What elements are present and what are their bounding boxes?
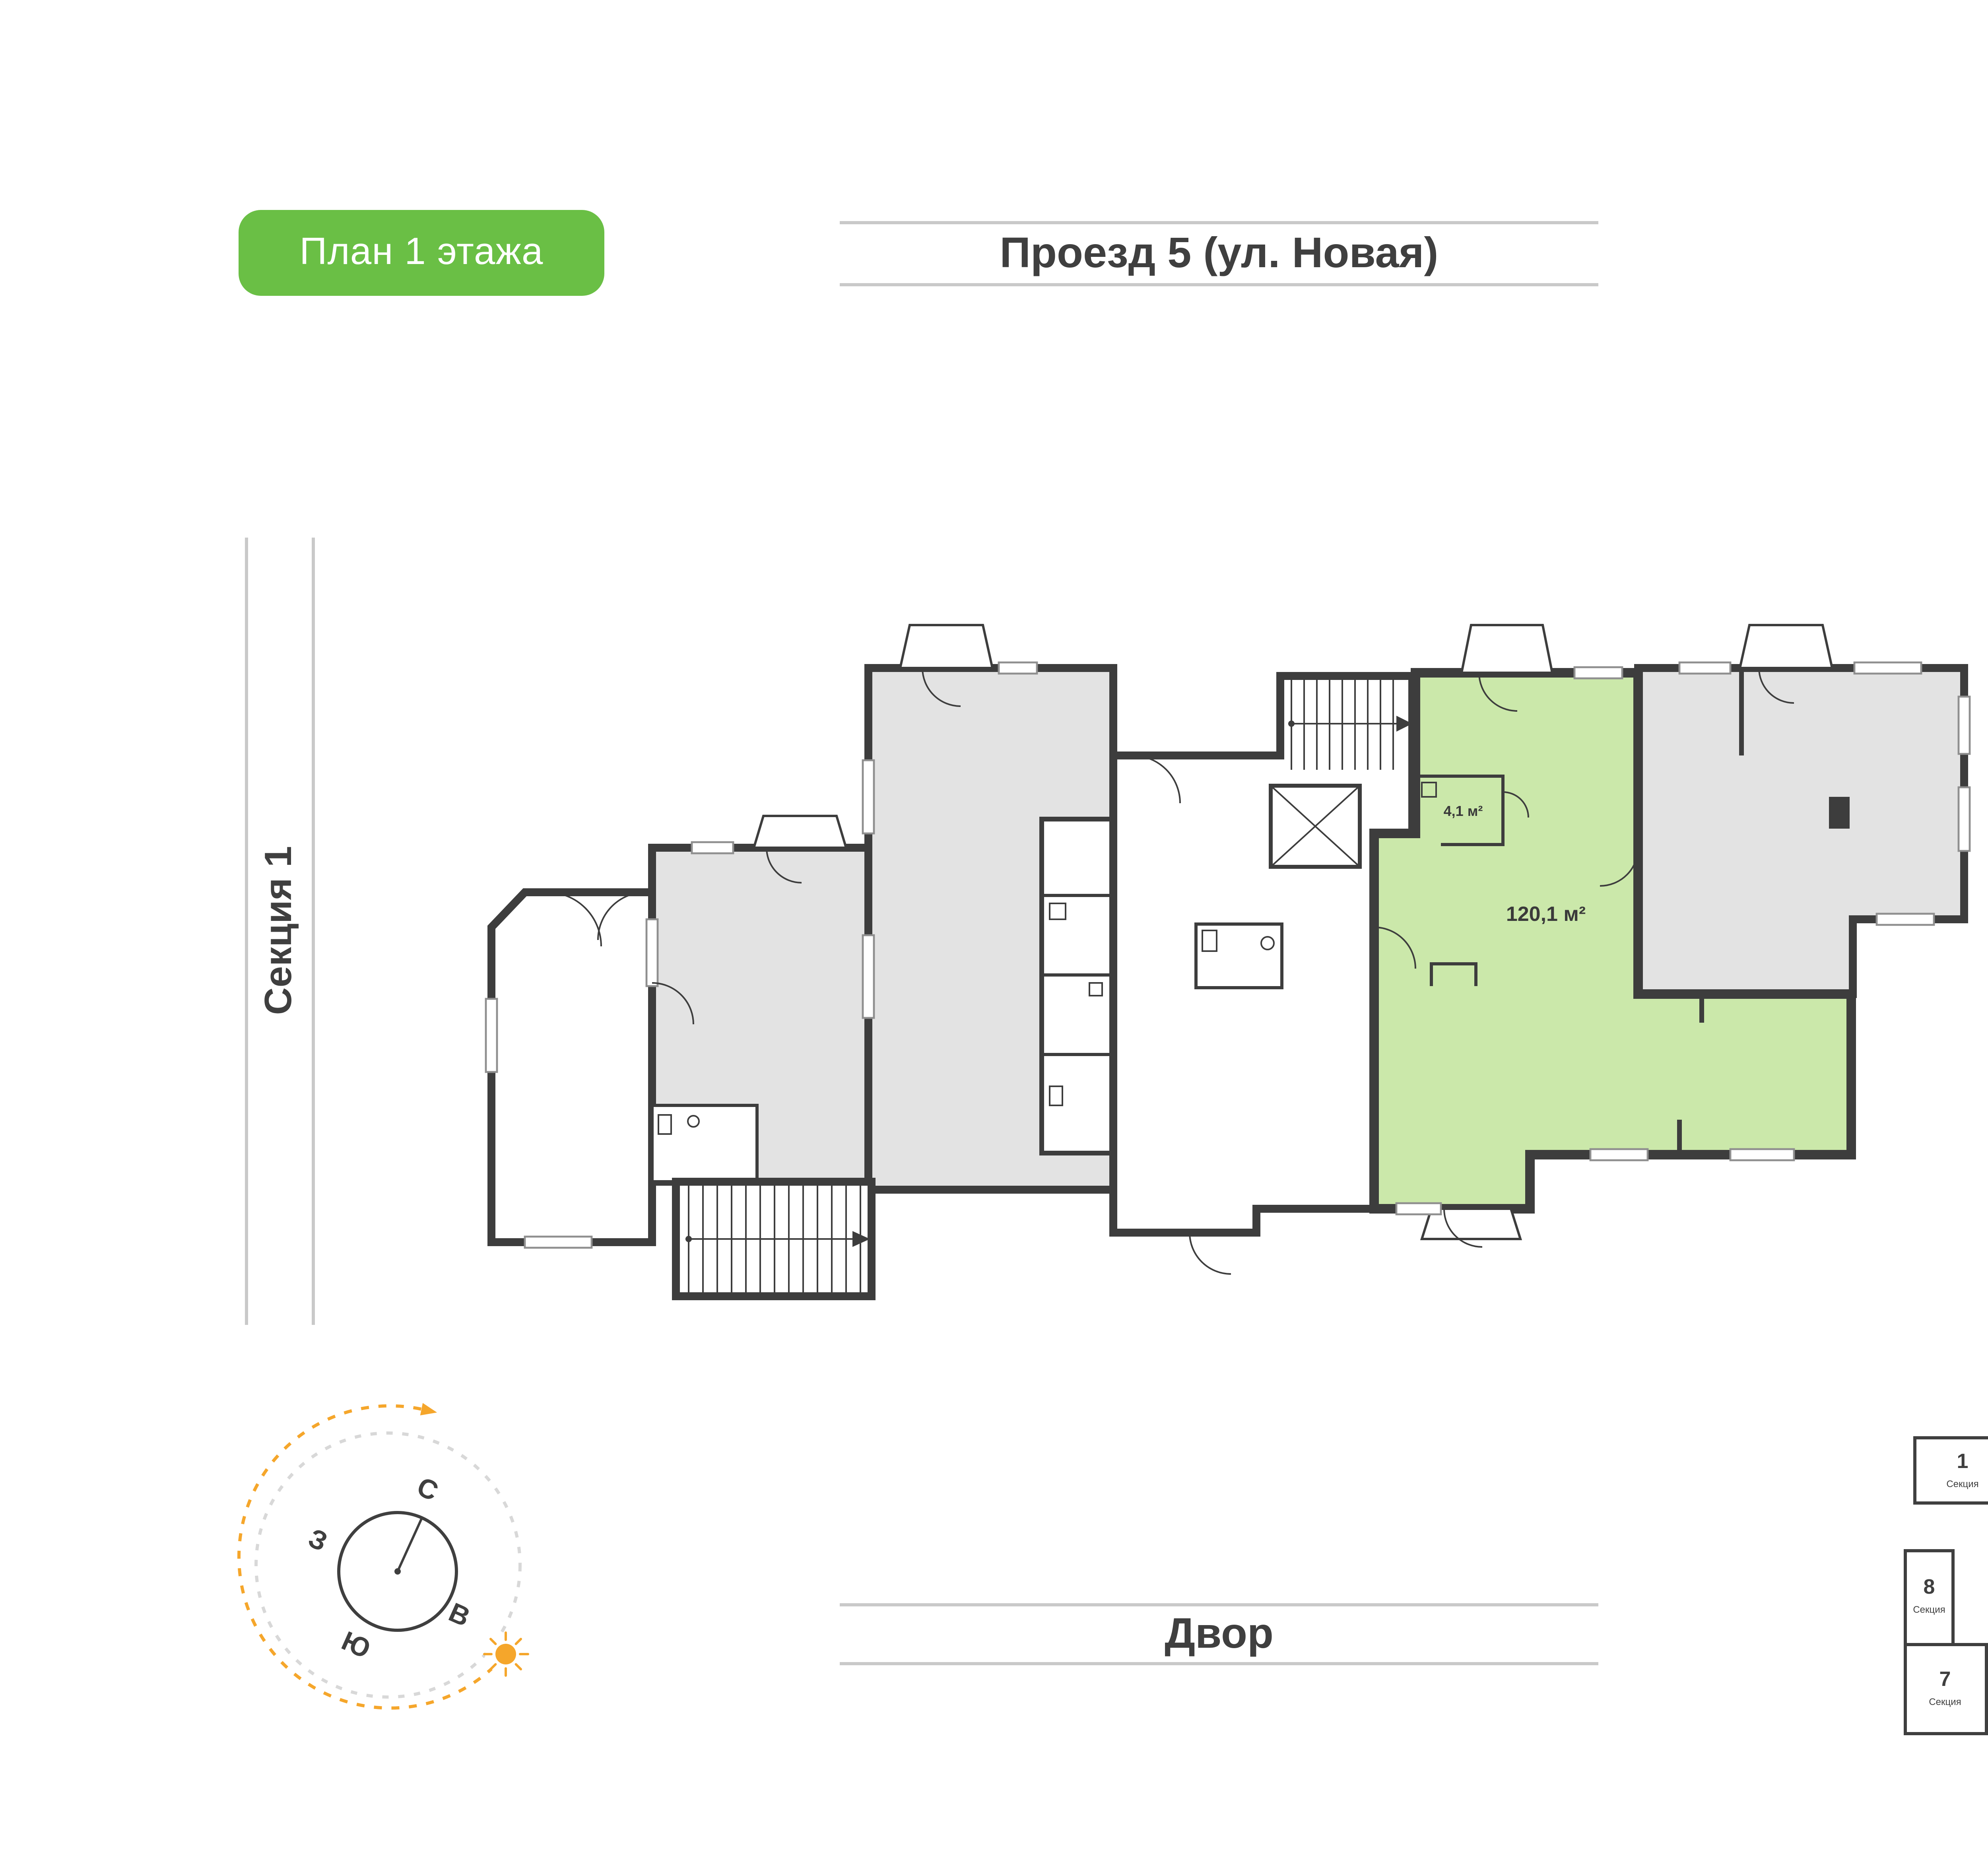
street-line-top bbox=[840, 221, 1598, 224]
door-arc bbox=[1374, 926, 1416, 969]
entrance-canopy bbox=[1420, 1208, 1522, 1240]
yard-line-bottom bbox=[840, 1662, 1598, 1665]
door-arc bbox=[547, 891, 602, 947]
window bbox=[524, 1235, 593, 1249]
yard-line-top bbox=[840, 1603, 1598, 1606]
door-arc bbox=[766, 847, 802, 884]
unit-gray-3 bbox=[1634, 664, 1968, 998]
door-arc bbox=[1758, 668, 1794, 704]
building-minimap: 1 Секция 2 Секция 3 Секция 4 Секция 8 Се… bbox=[1904, 1436, 1988, 1735]
small-room-walls bbox=[1415, 775, 1505, 846]
window bbox=[1853, 661, 1922, 675]
door-arc bbox=[1189, 1232, 1231, 1275]
street-line-bottom bbox=[840, 283, 1598, 286]
elevator-cross bbox=[1270, 785, 1361, 868]
window bbox=[1729, 1148, 1795, 1161]
sink-fixture bbox=[1421, 782, 1437, 798]
door-arc bbox=[1132, 755, 1181, 804]
entrance-canopy bbox=[1738, 624, 1834, 669]
window bbox=[1957, 695, 1971, 755]
window bbox=[1875, 913, 1935, 926]
entrance-canopy bbox=[1460, 624, 1554, 674]
window bbox=[485, 998, 498, 1073]
partition-step bbox=[1430, 962, 1477, 986]
wc-room bbox=[650, 1104, 759, 1183]
entrance-canopy bbox=[899, 624, 994, 669]
svg-text:Секция: Секция bbox=[1929, 1697, 1961, 1707]
sink-fixture bbox=[1260, 936, 1275, 950]
unit-area-label: 120,1 м² bbox=[1506, 903, 1586, 926]
minimap-section-1[interactable]: 1 Секция bbox=[1913, 1436, 1988, 1505]
window bbox=[1957, 786, 1971, 852]
window bbox=[862, 759, 875, 835]
window bbox=[1678, 661, 1732, 675]
compass-south: Ю bbox=[337, 1625, 375, 1664]
compass-center-dot bbox=[394, 1568, 401, 1575]
door-arc bbox=[652, 982, 694, 1025]
shaft bbox=[1049, 903, 1066, 920]
stair-arrow-dot bbox=[1288, 720, 1295, 727]
minimap-section-7[interactable]: 7 Секция bbox=[1904, 1643, 1988, 1735]
svg-text:8: 8 bbox=[1924, 1575, 1935, 1598]
door-arc bbox=[922, 668, 961, 707]
door-arc bbox=[1478, 672, 1518, 712]
section1-line-outer bbox=[245, 538, 248, 1325]
sun-icon bbox=[483, 1631, 529, 1677]
duct bbox=[1829, 797, 1850, 829]
section1-line-inner bbox=[312, 538, 315, 1325]
entrance-canopy bbox=[752, 815, 848, 849]
toilet-fixture bbox=[658, 1114, 672, 1135]
svg-text:1: 1 bbox=[1957, 1450, 1969, 1473]
window bbox=[1589, 1148, 1649, 1161]
sink-fixture bbox=[687, 1115, 700, 1128]
bathroom bbox=[1194, 922, 1283, 989]
window bbox=[645, 918, 659, 987]
window bbox=[1395, 1202, 1442, 1216]
terrace-room bbox=[487, 888, 656, 1246]
compass-dashed-circle bbox=[254, 1431, 522, 1699]
compass-north: С bbox=[413, 1471, 443, 1507]
door-arc bbox=[597, 891, 646, 940]
small-area-label: 4,1 м² bbox=[1444, 803, 1483, 819]
sun-path-arc bbox=[237, 1404, 507, 1710]
door-arc bbox=[1503, 791, 1529, 818]
floor-plan: 120,1 м² 4,1 м² bbox=[485, 624, 1971, 1300]
street-label: Проезд 5 (ул. Новая) bbox=[1000, 229, 1439, 277]
window bbox=[691, 841, 734, 854]
section1-label: Секция 1 bbox=[258, 846, 301, 1015]
fixture bbox=[1049, 1086, 1063, 1106]
toilet-fixture bbox=[1202, 930, 1217, 952]
svg-text:Секция: Секция bbox=[1946, 1479, 1978, 1489]
sun-path-arrow bbox=[420, 1403, 437, 1416]
yard-label: Двор bbox=[1165, 1610, 1274, 1657]
stair-arrow-dot bbox=[685, 1236, 692, 1242]
door-arc bbox=[1443, 1208, 1483, 1248]
stair-arrow-head bbox=[1396, 716, 1412, 732]
strip-dividers bbox=[1042, 894, 1113, 1056]
floor-badge: План 1 этажа bbox=[239, 210, 604, 296]
door-arc bbox=[1600, 847, 1639, 887]
shaft bbox=[1089, 982, 1103, 996]
window bbox=[998, 661, 1038, 675]
svg-text:7: 7 bbox=[1939, 1668, 1951, 1691]
compass: С В Ю З bbox=[237, 1403, 529, 1710]
highlighted-unit[interactable] bbox=[1369, 668, 1856, 1214]
window bbox=[1573, 666, 1623, 680]
compass-needle bbox=[396, 1518, 423, 1572]
stair-arrow-head bbox=[852, 1231, 870, 1247]
svg-text:Секция: Секция bbox=[1913, 1604, 1945, 1615]
minimap-section-8[interactable]: 8 Секция bbox=[1904, 1549, 1955, 1648]
window bbox=[862, 934, 875, 1019]
compass-west: З bbox=[304, 1523, 332, 1557]
